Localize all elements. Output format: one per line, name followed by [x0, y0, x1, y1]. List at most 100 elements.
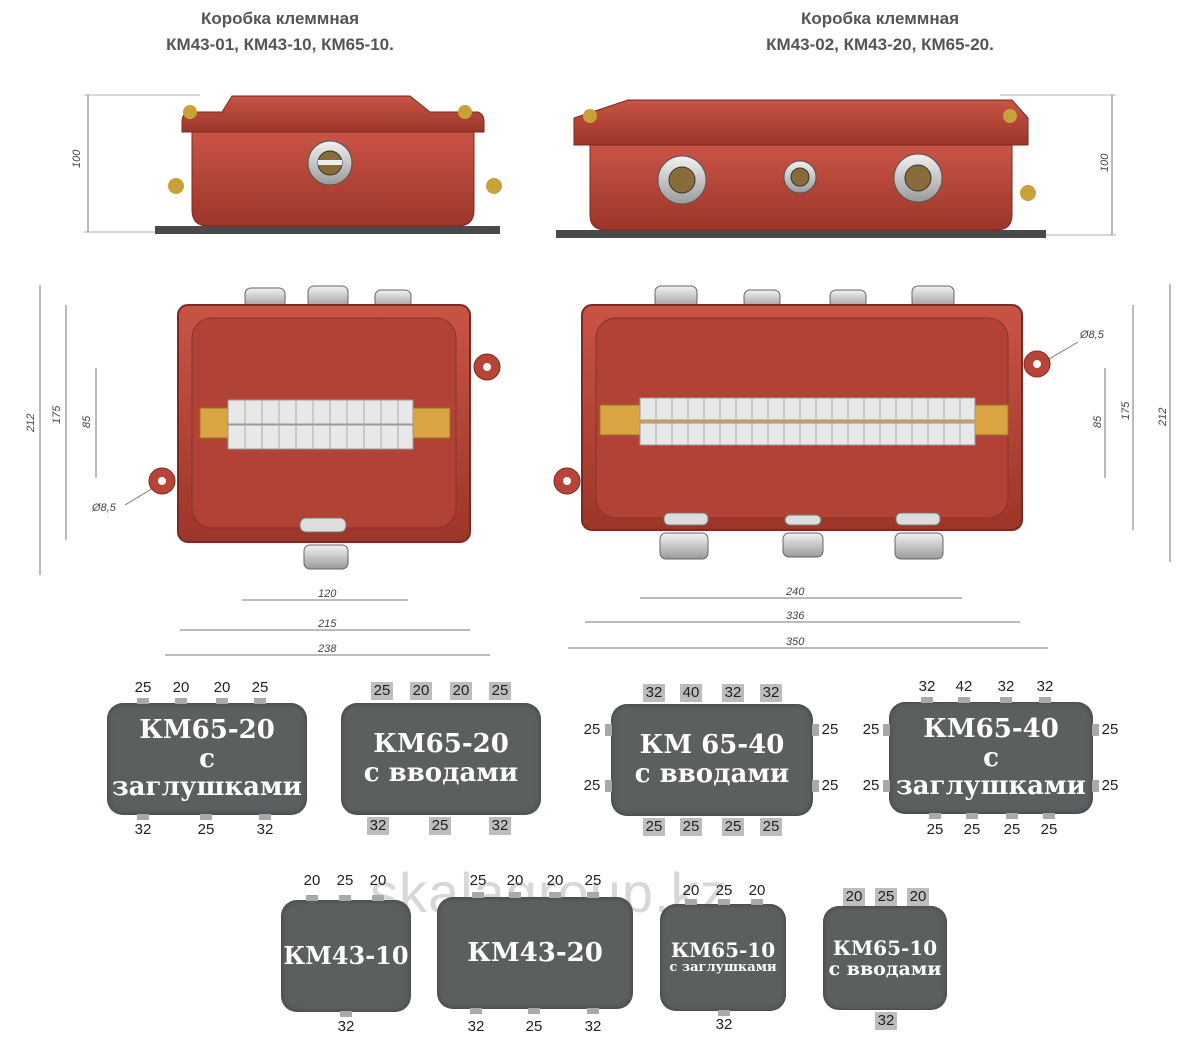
box-title: КМ65-20: [139, 715, 275, 746]
box-km65-10-zaglushki: КМ65-10 с заглушками: [660, 904, 786, 1011]
box-km65-20-zaglushki: КМ65-20 с заглушками: [107, 703, 307, 815]
dim-left-85: 85: [81, 415, 93, 428]
box8-top-1: 20: [843, 888, 865, 906]
box3-right-2: 25: [821, 777, 839, 794]
box4-top-2: 42: [955, 678, 973, 695]
box8-bottom-1: 32: [875, 1012, 897, 1030]
box-title: КМ65-40: [923, 714, 1059, 745]
box2-bottom-2: 25: [429, 817, 451, 835]
title-right-line1: Коробка клеммная: [800, 9, 960, 28]
box5-top-2: 25: [336, 872, 354, 889]
box-km65-10-vvody: КМ65-10 с вводами: [823, 906, 947, 1010]
box4-bottom-2: 25: [963, 821, 981, 838]
dim-right-side-100: 100: [1099, 153, 1111, 172]
box3-bottom-3: 25: [722, 818, 744, 836]
box-title: КМ65-10: [670, 938, 776, 963]
box-subtitle: с заглушками: [669, 960, 777, 976]
box7-bottom-1: 32: [715, 1016, 733, 1033]
box2-top-1: 25: [371, 682, 393, 700]
left-side-view: 100: [71, 94, 502, 234]
title-right: Коробка клеммная КМ43-02, КМ43-20, КМ65-…: [730, 6, 1030, 58]
box3-top-2: 40: [680, 684, 702, 702]
box-subtitle: с вводами: [363, 758, 519, 788]
box-subtitle: с вводами: [828, 957, 942, 980]
box2-top-3: 20: [450, 682, 472, 700]
dim-left-212: 212: [25, 414, 37, 433]
box4-top-3: 32: [997, 678, 1015, 695]
box4-bottom-4: 25: [1040, 821, 1058, 838]
box1-top-2: 20: [172, 679, 190, 696]
title-left: Коробка клеммная КМ43-01, КМ43-10, КМ65-…: [140, 6, 420, 58]
box2-bottom-3: 32: [489, 817, 511, 835]
box1-top-4: 25: [251, 679, 269, 696]
technical-drawing: 100 100 212 175 85 Ø8,5: [25, 94, 1171, 656]
box1-bottom-3: 32: [256, 821, 274, 838]
box3-bottom-1: 25: [643, 818, 665, 836]
box4-top-4: 32: [1036, 678, 1054, 695]
box4-bottom-3: 25: [1003, 821, 1021, 838]
box-title: КМ43-10: [283, 940, 409, 970]
right-side-view: 100: [556, 94, 1116, 238]
box1-bottom-1: 32: [134, 821, 152, 838]
box4-top-1: 32: [918, 678, 936, 695]
box-km43-20: КМ43-20: [437, 897, 633, 1009]
box-title: КМ43-20: [467, 937, 603, 968]
box7-top-3: 20: [748, 882, 766, 899]
box1-bottom-2: 25: [197, 821, 215, 838]
title-left-line2: КМ43-01, КМ43-10, КМ65-10.: [166, 35, 394, 54]
box-km65-40-vvody: КМ 65-40 с вводами: [611, 704, 813, 816]
box4-bottom-1: 25: [926, 821, 944, 838]
title-right-line2: КМ43-02, КМ43-20, КМ65-20.: [766, 35, 994, 54]
dim-right-hole: Ø8,5: [1079, 329, 1105, 341]
box6-top-4: 25: [584, 872, 602, 889]
dim-left-hole: Ø8,5: [91, 502, 117, 514]
dim-left-175: 175: [51, 405, 63, 424]
box-km65-20-vvody: КМ65-20 с вводами: [341, 703, 541, 815]
box3-bottom-4: 25: [760, 818, 782, 836]
left-top-view: 212 175 85 Ø8,5 120 215 238: [25, 285, 501, 656]
box3-top-3: 32: [722, 684, 744, 702]
box3-left-2: 25: [583, 777, 601, 794]
box6-bottom-1: 32: [467, 1018, 485, 1035]
box-km43-10: КМ43-10: [281, 900, 411, 1012]
dim-right-85: 85: [1092, 415, 1104, 428]
box5-bottom-1: 32: [337, 1018, 355, 1035]
dim-right-212: 212: [1157, 408, 1169, 427]
dim-left-215: 215: [317, 618, 337, 630]
dim-right-350: 350: [786, 636, 805, 648]
dim-right-175: 175: [1120, 401, 1132, 420]
dim-left-120: 120: [318, 588, 337, 600]
dim-left-side-100: 100: [71, 149, 83, 168]
box6-bottom-2: 25: [525, 1018, 543, 1035]
box-title: КМ 65-40: [639, 730, 785, 761]
box-subtitle: с вводами: [634, 759, 790, 789]
box8-top-2: 25: [875, 888, 897, 906]
box1-top-1: 25: [134, 679, 152, 696]
box6-top-3: 20: [546, 872, 564, 889]
box4-left-1: 25: [862, 721, 880, 738]
box3-top-4: 32: [760, 684, 782, 702]
box5-top-3: 20: [369, 872, 387, 889]
dim-right-336: 336: [786, 610, 805, 622]
box2-bottom-1: 32: [367, 817, 389, 835]
box4-right-2: 25: [1101, 777, 1119, 794]
box2-top-4: 25: [489, 682, 511, 700]
box-subtitle: с заглушками: [896, 742, 1086, 802]
dim-right-240: 240: [785, 586, 805, 598]
box8-top-3: 20: [907, 888, 929, 906]
box7-top-1: 20: [682, 882, 700, 899]
box5-top-1: 20: [303, 872, 321, 889]
box-title: КМ65-20: [373, 729, 509, 760]
box6-bottom-3: 32: [584, 1018, 602, 1035]
box7-top-2: 25: [715, 882, 733, 899]
box3-right-1: 25: [821, 721, 839, 738]
box3-top-1: 32: [643, 684, 665, 702]
box4-right-1: 25: [1101, 721, 1119, 738]
box-km65-40-zaglushki: КМ65-40 с заглушками: [889, 702, 1093, 814]
box-title: КМ65-10: [832, 935, 938, 960]
box2-top-2: 20: [410, 682, 432, 700]
box4-left-2: 25: [862, 777, 880, 794]
box3-left-1: 25: [583, 721, 601, 738]
box-subtitle: с заглушками: [112, 743, 302, 803]
box6-top-1: 25: [469, 872, 487, 889]
